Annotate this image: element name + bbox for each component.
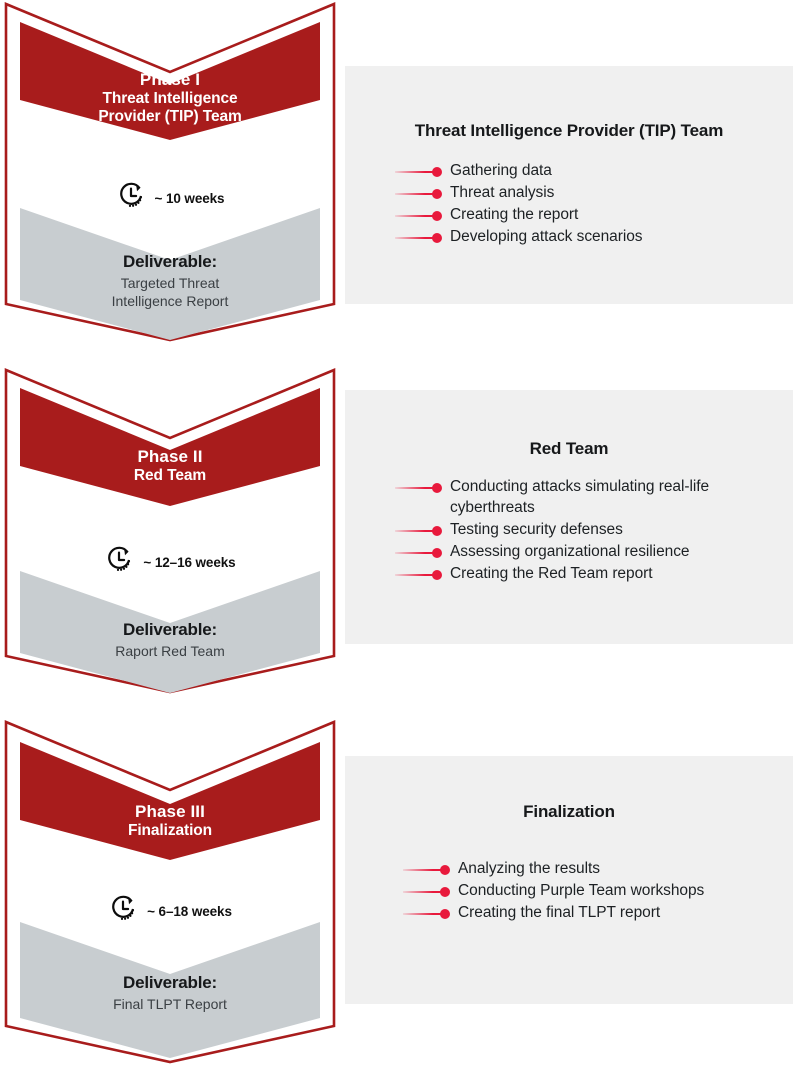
leader-bullet-icon xyxy=(395,477,443,498)
list-item-label: Gathering data xyxy=(450,162,552,179)
list-item-label: Creating the final TLPT report xyxy=(458,904,661,921)
info-list-1: Gathering data Threat analysis Creating … xyxy=(345,161,793,248)
list-item[interactable]: Conducting attacks simulating real-life … xyxy=(395,477,793,519)
list-item[interactable]: Analyzing the results xyxy=(403,859,793,880)
list-item[interactable]: Gathering data xyxy=(395,161,793,182)
phase-card-outline-2 xyxy=(4,366,336,696)
duration-text-3: ~ 6–18 weeks xyxy=(147,904,232,919)
duration-text-1: ~ 10 weeks xyxy=(154,191,225,206)
phase-header-chevron-1 xyxy=(20,22,320,140)
phase-duration-2: ~ 12–16 weeks xyxy=(20,545,320,580)
clock-icon xyxy=(104,545,134,580)
phase-block-3: Phase III Finalization xyxy=(0,718,800,1078)
info-panel-2: Red Team Conducting attacks simulating r… xyxy=(345,390,793,644)
list-item[interactable]: Developing attack scenarios xyxy=(395,227,793,248)
list-item-label: Creating the Red Team report xyxy=(450,564,653,582)
phase-duration-1: ~ 10 weeks xyxy=(20,181,320,216)
list-item-label: Conducting attacks simulating real-life … xyxy=(450,478,710,516)
list-item-label: Threat analysis xyxy=(450,184,555,201)
list-item-label: Creating the report xyxy=(450,206,579,223)
info-panel-title-1: Threat Intelligence Provider (TIP) Team xyxy=(414,121,724,140)
info-panel-title-3: Finalization xyxy=(523,802,615,821)
deliverable-chevron-2 xyxy=(20,571,320,693)
duration-text-2: ~ 12–16 weeks xyxy=(143,555,236,570)
deliverable-chevron-1 xyxy=(20,208,320,340)
phase-card-outline-3 xyxy=(4,718,336,1066)
list-item[interactable]: Conducting Purple Team workshops xyxy=(403,881,793,902)
phase-duration-3: ~ 6–18 weeks xyxy=(20,894,320,929)
phase-block-1: Phase I Threat Intelligence Provider (TI… xyxy=(0,0,800,352)
clock-icon xyxy=(108,894,138,929)
list-item[interactable]: Creating the final TLPT report xyxy=(403,903,793,924)
leader-bullet-icon xyxy=(395,183,443,204)
leader-bullet-icon xyxy=(395,227,443,248)
info-panel-title-2: Red Team xyxy=(529,439,609,458)
info-list-2: Conducting attacks simulating real-life … xyxy=(345,477,793,585)
list-item-label: Conducting Purple Team workshops xyxy=(458,882,705,899)
clock-icon xyxy=(116,181,146,216)
list-item[interactable]: Testing security defenses xyxy=(395,520,793,541)
phase-header-chevron-2 xyxy=(20,388,320,506)
list-item-label: Developing attack scenarios xyxy=(450,228,643,245)
list-item[interactable]: Threat analysis xyxy=(395,183,793,204)
info-list-3: Analyzing the results Conducting Purple … xyxy=(345,859,793,924)
phase-card-outline-1 xyxy=(4,0,336,344)
list-item-label: Testing security defenses xyxy=(450,520,623,538)
leader-bullet-icon xyxy=(403,881,451,902)
leader-bullet-icon xyxy=(403,859,451,880)
info-panel-3: Finalization Analyzing the results Condu… xyxy=(345,756,793,1004)
leader-bullet-icon xyxy=(395,564,443,585)
leader-bullet-icon xyxy=(395,161,443,182)
list-item-label: Analyzing the results xyxy=(458,860,600,877)
info-panel-1: Threat Intelligence Provider (TIP) Team … xyxy=(345,66,793,304)
leader-bullet-icon xyxy=(395,520,443,541)
phase-header-chevron-3 xyxy=(20,742,320,860)
phase-block-2: Phase II Red Team xyxy=(0,366,800,718)
list-item[interactable]: Creating the report xyxy=(395,205,793,226)
list-item[interactable]: Assessing organizational resilience xyxy=(395,542,793,563)
leader-bullet-icon xyxy=(403,903,451,924)
leader-bullet-icon xyxy=(395,542,443,563)
list-item-label: Assessing organizational resilience xyxy=(450,542,690,560)
deliverable-chevron-3 xyxy=(20,922,320,1058)
leader-bullet-icon xyxy=(395,205,443,226)
list-item[interactable]: Creating the Red Team report xyxy=(395,564,793,585)
